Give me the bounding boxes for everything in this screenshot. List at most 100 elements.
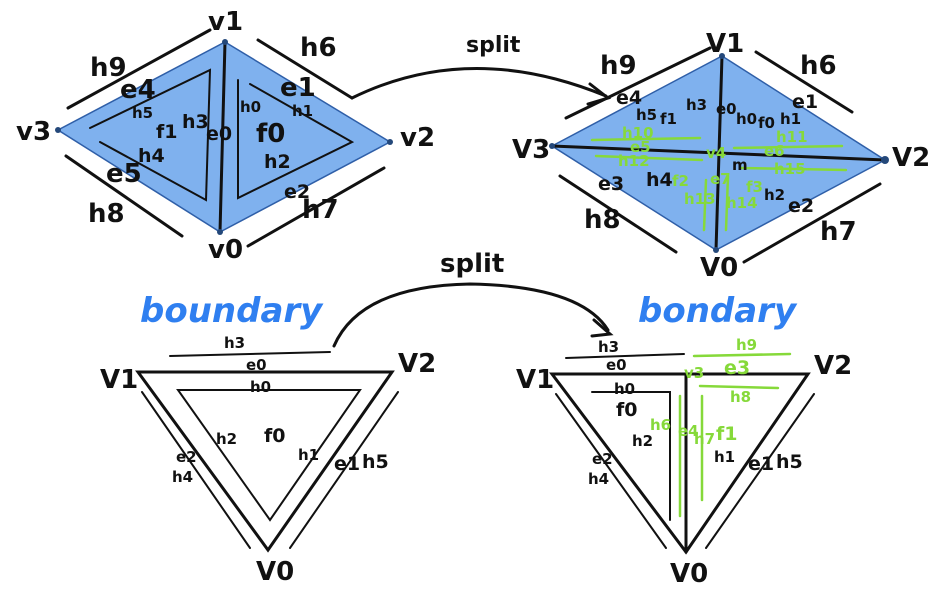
label-h7-br-green: h7 <box>694 430 715 448</box>
label-v3-br-green: v3 <box>684 364 704 382</box>
label-f1-right: f1 <box>660 110 677 128</box>
label-e2: e2 <box>284 181 310 203</box>
label-h10-green: h10 <box>622 124 654 142</box>
label-e5-green: e5 <box>630 138 651 156</box>
vertex-V2-right <box>881 156 889 164</box>
label-e1-bl: e1 <box>334 453 360 475</box>
split-arrow-head-bottom <box>590 318 614 338</box>
vertex-V1-right <box>719 53 725 59</box>
label-h0-bl: h0 <box>250 378 271 396</box>
label-h2: h2 <box>264 151 291 173</box>
label-h15-green: h15 <box>774 160 806 178</box>
green-halfedge-h8-br <box>698 384 780 390</box>
label-h1-bl: h1 <box>298 446 319 464</box>
face-f1-loop <box>89 68 212 202</box>
split-arrow-curve-bottom <box>332 282 610 348</box>
vertex-V0-right <box>713 247 719 253</box>
halfedge-h9-right <box>564 46 712 120</box>
halfedge-h3-bl <box>169 351 331 357</box>
label-h8-br-green: h8 <box>730 388 751 406</box>
label-f1: f1 <box>156 121 178 143</box>
label-f0-right: f0 <box>758 114 775 132</box>
label-h3-right: h3 <box>686 96 707 114</box>
label-h1-br: h1 <box>714 448 735 466</box>
label-h5: h5 <box>132 104 153 122</box>
label-e1-br: e1 <box>748 453 774 475</box>
label-V2-br: V2 <box>814 351 852 381</box>
label-f1-br-green: f1 <box>716 423 738 445</box>
label-h2-bl: h2 <box>216 430 237 448</box>
label-e4-right: e4 <box>616 87 642 109</box>
top-split-arrow: split <box>350 33 612 106</box>
label-V1-br: V1 <box>516 365 554 395</box>
bottom-left-mesh: boundary V1 V2 V0 h3 e0 h0 h2 f0 h1 e2 h… <box>100 291 436 587</box>
label-V0-right: V0 <box>700 253 738 283</box>
vertex-v1 <box>222 39 228 45</box>
label-V0-bl: V0 <box>256 557 294 587</box>
label-h13-green: h13 <box>684 190 716 208</box>
vertex-V3-right <box>549 143 555 149</box>
face-f0-loop <box>237 79 355 200</box>
halfedge-h4-br <box>555 393 667 549</box>
label-h9: h9 <box>90 53 127 83</box>
label-m: m <box>732 156 748 174</box>
halfedge-h8-arrow <box>64 154 184 238</box>
label-e0: e0 <box>206 123 232 145</box>
label-h1-right: h1 <box>780 110 801 128</box>
title-boundary: boundary <box>140 291 324 331</box>
halfedge-h6-right <box>754 50 854 114</box>
label-e0-right: e0 <box>716 100 737 118</box>
label-V2-right: V2 <box>892 143 930 173</box>
label-e7-green: e7 <box>710 170 731 188</box>
label-h5-bl: h5 <box>362 451 389 473</box>
label-h12-green: h12 <box>618 152 650 170</box>
label-h7: h7 <box>302 195 339 225</box>
green-halfedge-h9-br <box>692 352 792 358</box>
label-h4-br: h4 <box>588 470 609 488</box>
label-h6: h6 <box>300 33 337 63</box>
label-h2-right: h2 <box>764 186 785 204</box>
bottom-right-inner-loop-f0 <box>591 391 671 521</box>
halfedge-h3-br <box>565 353 685 359</box>
label-h11-green: h11 <box>776 128 808 146</box>
label-e1: e1 <box>280 73 316 103</box>
label-h0-br: h0 <box>614 380 635 398</box>
label-f0-bl: f0 <box>264 425 286 447</box>
halfedge-h8-right <box>558 174 678 254</box>
label-e0-bl: e0 <box>246 356 267 374</box>
label-e2-right: e2 <box>788 195 814 217</box>
green-halfedge-h13 <box>702 178 708 232</box>
label-h3-br: h3 <box>598 338 619 356</box>
label-V3-right: V3 <box>512 135 550 165</box>
label-h6-br-green: h6 <box>650 416 671 434</box>
green-halfedge-h10 <box>590 136 702 142</box>
vertex-v0 <box>217 229 223 235</box>
green-halfedge-h11 <box>732 144 844 150</box>
label-h3-bl: h3 <box>224 334 245 352</box>
label-h6-right: h6 <box>800 51 837 81</box>
bottom-split-arrow: split <box>332 249 614 348</box>
title-bondary: bondary <box>638 291 798 331</box>
label-f3-green: f3 <box>746 178 763 196</box>
label-h9-br-green: h9 <box>736 336 757 354</box>
top-right-mesh: V1 V2 V3 V0 m h9 h6 e4 e1 h5 h3 e0 h0 f0… <box>512 29 930 283</box>
label-h4: h4 <box>138 145 165 167</box>
label-h5-br: h5 <box>776 451 803 473</box>
halfedge-h9-arrow <box>66 28 212 110</box>
label-h0-right: h0 <box>736 110 757 128</box>
label-f0: f0 <box>256 119 285 149</box>
label-v0: v0 <box>208 235 243 265</box>
bottom-left-inner-loop <box>176 389 362 522</box>
label-h1: h1 <box>292 102 313 120</box>
label-e2-bl: e2 <box>176 448 197 466</box>
halfedge-h4-bl <box>141 391 251 549</box>
label-h9-right: h9 <box>600 51 637 81</box>
label-f0-br: f0 <box>616 399 638 421</box>
top-left-edge-e0 <box>218 40 227 234</box>
split-arrow-curve <box>350 67 608 100</box>
label-h4-bl: h4 <box>172 468 193 486</box>
label-h4-right: h4 <box>646 169 673 191</box>
label-e4-br-green: e4 <box>678 422 699 440</box>
label-v3: v3 <box>16 117 51 147</box>
vertex-v3 <box>55 127 61 133</box>
